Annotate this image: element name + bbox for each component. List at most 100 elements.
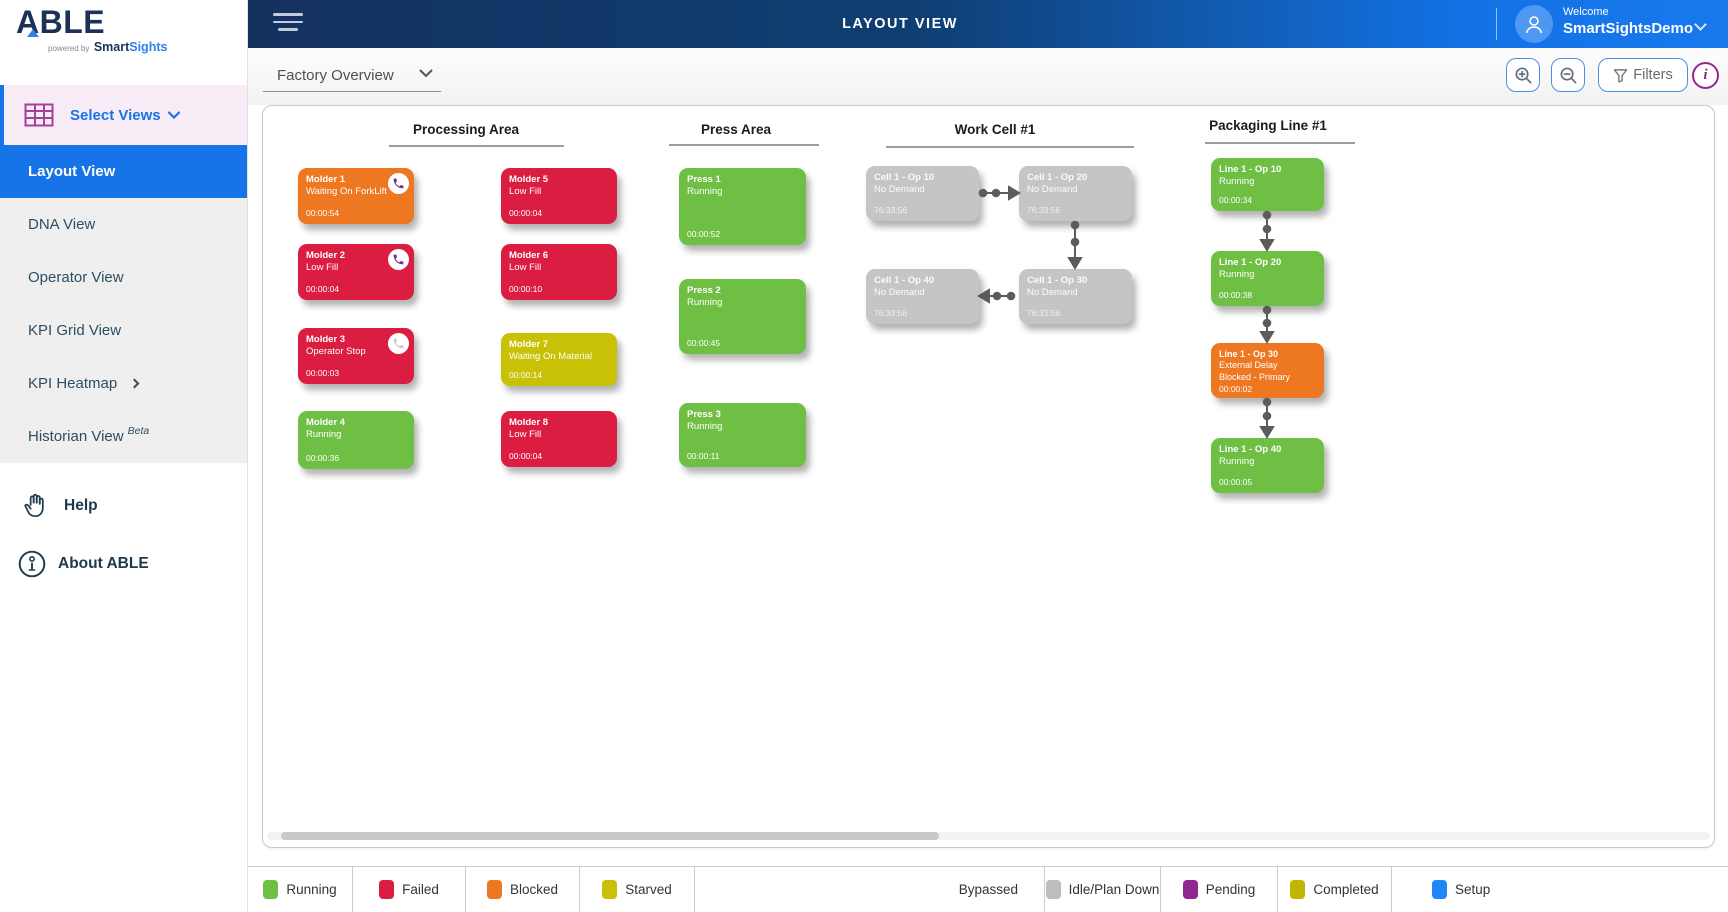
- filter-funnel-icon: [1613, 68, 1628, 83]
- person-icon: [1525, 16, 1543, 34]
- username: SmartSightsDemo: [1563, 20, 1694, 37]
- sidebar: ABLE powered by SmartSights Select Views…: [0, 0, 248, 912]
- machine-card-molder-7[interactable]: Molder 7 Waiting On Material 00:00:14: [501, 333, 617, 386]
- status-legend: Running Failed Blocked Starved Bypassed …: [248, 866, 1728, 912]
- area-underline: [669, 144, 819, 146]
- welcome-label: Welcome: [1563, 6, 1609, 18]
- call-icon[interactable]: [388, 173, 409, 194]
- area-underline: [886, 146, 1134, 148]
- help-label: Help: [64, 497, 98, 514]
- call-icon-inactive[interactable]: [388, 333, 409, 354]
- able-logo: ABLE powered by SmartSights: [16, 5, 168, 56]
- hamburger-menu-icon[interactable]: [273, 13, 303, 31]
- machine-card-line1-op40[interactable]: Line 1 - Op 40 Running 00:00:05: [1211, 438, 1324, 493]
- legend-item-blocked: Blocked: [466, 867, 580, 912]
- about-able-button[interactable]: About ABLE: [0, 540, 247, 588]
- brand-sights: Sights: [129, 39, 168, 54]
- sidebar-item-kpi-heatmap[interactable]: KPI Heatmap: [0, 357, 247, 410]
- sidebar-item-kpi-grid-view[interactable]: KPI Grid View: [28, 322, 122, 339]
- legend-swatch: [602, 880, 618, 899]
- area-underline: [389, 145, 564, 147]
- select-views-label: Select Views: [70, 106, 161, 124]
- layout-canvas: Processing Area Press Area Work Cell #1 …: [262, 105, 1715, 848]
- area-title-packaging: Packaging Line #1: [1209, 118, 1327, 133]
- toolbar: Factory Overview Filters i: [248, 48, 1728, 105]
- machine-card-cell1-op30[interactable]: Cell 1 - Op 30 No Demand 76:33:56: [1019, 269, 1132, 324]
- machine-card-molder-4[interactable]: Molder 4 Running 00:00:36: [298, 411, 414, 469]
- machine-card-cell1-op10[interactable]: Cell 1 - Op 10 No Demand 76:33:56: [866, 166, 979, 221]
- table-grid-icon: [24, 103, 54, 127]
- header-divider: [1496, 8, 1497, 40]
- machine-card-molder-8[interactable]: Molder 8 Low Fill 00:00:04: [501, 411, 617, 467]
- help-button[interactable]: Help: [0, 482, 247, 530]
- area-underline: [1205, 142, 1355, 144]
- machine-card-molder-5[interactable]: Molder 5 Low Fill 00:00:04: [501, 168, 617, 224]
- scrollbar-thumb[interactable]: [281, 832, 939, 840]
- machine-card-molder-1[interactable]: Molder 1 Waiting On ForkLift 00:00:54: [298, 168, 414, 224]
- machine-card-molder-6[interactable]: Molder 6 Low Fill 00:00:10: [501, 244, 617, 300]
- legend-swatch: [1432, 880, 1447, 899]
- zoom-in-icon: [1515, 67, 1531, 83]
- chevron-down-icon: [419, 69, 433, 78]
- machine-card-line1-op30[interactable]: Line 1 - Op 30 External Delay Blocked - …: [1211, 343, 1324, 398]
- hand-icon: [24, 493, 44, 518]
- legend-swatch: [263, 880, 279, 899]
- legend-swatch: [486, 880, 502, 899]
- select-views-dropdown[interactable]: Select Views: [0, 85, 247, 145]
- page-title: LAYOUT VIEW: [842, 16, 958, 32]
- user-info: Welcome SmartSightsDemo: [1563, 6, 1693, 37]
- legend-item-idle-plan-down: Idle/Plan Down: [1045, 867, 1161, 912]
- legend-item-failed: Failed: [353, 867, 466, 912]
- machine-card-press-1[interactable]: Press 1 Running 00:00:52: [679, 168, 806, 245]
- legend-swatch: [1290, 880, 1306, 899]
- legend-item-setup: Setup: [1392, 867, 1728, 912]
- filters-button[interactable]: Filters: [1598, 58, 1688, 92]
- sidebar-item-historian-view[interactable]: Historian View Beta: [28, 424, 150, 446]
- info-person-icon: [18, 550, 46, 578]
- flow-arrows: [977, 185, 1275, 439]
- area-title-work-cell: Work Cell #1: [954, 122, 1036, 137]
- legend-swatch: [379, 880, 395, 899]
- view-selector-dropdown[interactable]: Factory Overview: [263, 60, 441, 92]
- filters-label: Filters: [1633, 67, 1673, 83]
- info-button[interactable]: i: [1692, 62, 1719, 89]
- zoom-in-button[interactable]: [1506, 58, 1540, 92]
- area-title-press: Press Area: [700, 122, 772, 137]
- legend-item-starved: Starved: [580, 867, 695, 912]
- legend-item-pending: Pending: [1161, 867, 1278, 912]
- area-title-processing: Processing Area: [412, 122, 520, 137]
- user-menu-chevron-icon[interactable]: [1694, 18, 1707, 31]
- brand-smart: Smart: [93, 39, 130, 54]
- app-header: LAYOUT VIEW Welcome SmartSightsDemo: [248, 0, 1728, 48]
- machine-card-line1-op10[interactable]: Line 1 - Op 10 Running 00:00:34: [1211, 158, 1324, 211]
- user-avatar[interactable]: [1515, 5, 1553, 43]
- logo-triangle-icon: [27, 29, 39, 37]
- canvas-horizontal-scrollbar[interactable]: [267, 832, 1710, 840]
- machine-card-molder-2[interactable]: Molder 2 Low Fill 00:00:04: [298, 244, 414, 300]
- machine-card-press-2[interactable]: Press 2 Running 00:00:45: [679, 279, 806, 354]
- sidebar-item-dna-view[interactable]: DNA View: [28, 216, 96, 233]
- legend-item-bypassed: Bypassed: [695, 867, 1045, 912]
- legend-item-running: Running: [248, 867, 353, 912]
- view-selector-value: Factory Overview: [277, 67, 394, 84]
- machine-card-press-3[interactable]: Press 3 Running 00:00:11: [679, 403, 806, 467]
- machine-card-cell1-op40[interactable]: Cell 1 - Op 40 No Demand 76:33:56: [866, 269, 979, 324]
- legend-swatch: [935, 880, 951, 899]
- sidebar-menu: Select Views Layout View DNA View Operat…: [0, 85, 247, 463]
- sidebar-item-layout-view[interactable]: Layout View: [0, 145, 247, 198]
- legend-swatch: [1045, 880, 1061, 899]
- about-able-label: About ABLE: [58, 555, 149, 572]
- chevron-down-icon: [167, 111, 180, 119]
- powered-by-label: powered by: [48, 43, 90, 53]
- zoom-out-icon: [1560, 67, 1576, 83]
- call-icon[interactable]: [388, 249, 409, 270]
- sidebar-item-operator-view[interactable]: Operator View: [28, 269, 124, 286]
- legend-swatch: [1182, 880, 1198, 899]
- machine-card-molder-3[interactable]: Molder 3 Operator Stop 00:00:03: [298, 328, 414, 384]
- zoom-out-button[interactable]: [1551, 58, 1585, 92]
- submenu-chevron-icon: [129, 378, 140, 389]
- machine-card-cell1-op20[interactable]: Cell 1 - Op 20 No Demand 76:33:56: [1019, 166, 1132, 221]
- beta-badge: Beta: [127, 424, 150, 437]
- machine-card-line1-op20[interactable]: Line 1 - Op 20 Running 00:00:38: [1211, 251, 1324, 306]
- legend-item-completed: Completed: [1278, 867, 1392, 912]
